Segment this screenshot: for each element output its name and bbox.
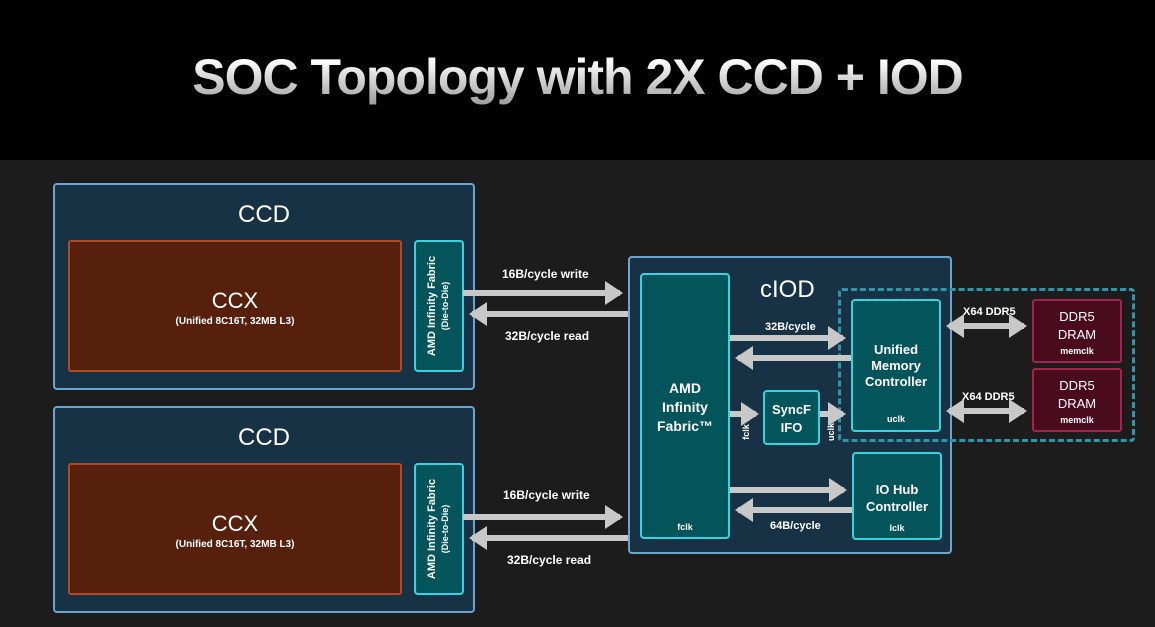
umc-clock: uclk (886, 414, 905, 424)
ccx-subtitle: (Unified 8C16T, 32MB L3) (175, 316, 295, 327)
umc-label-2: Memory (871, 358, 921, 373)
page-title: SOC Topology with 2X CCD + IOD (0, 48, 1155, 106)
umc-label-1: Unified (873, 342, 919, 357)
iohub-label-1: IO Hub (875, 482, 919, 497)
ccx-label: CCX (211, 288, 259, 313)
d2d-fabric-2: AMD Infinity Fabric (Die-to-Die) (414, 463, 464, 595)
infinity-fabric-label-1: AMD (669, 380, 701, 396)
dram-clock: memclk (1060, 346, 1094, 356)
ccd-label: CCD (238, 424, 290, 451)
ccd1-write-label: 16B/cycle write (502, 267, 589, 281)
ccd2-read-label: 32B/cycle read (507, 553, 592, 567)
dram-label-2: DRAM (1057, 327, 1097, 342)
d2d-fabric-1: AMD Infinity Fabric (Die-to-Die) (414, 240, 464, 372)
infinity-fabric-label-3: Fabric™ (656, 418, 713, 434)
infinity-fabric-label-2: Infinity (662, 399, 708, 415)
syncfifo-label-1: SyncF (771, 402, 811, 417)
ccx-label: CCX (211, 511, 259, 536)
infinity-fabric-clock: fclk (677, 522, 693, 532)
dram1-link-label: X64 DDR5 (963, 306, 1016, 318)
title-bar: SOC Topology with 2X CCD + IOD (0, 0, 1155, 160)
dram-label-1: DDR5 (1059, 378, 1095, 393)
iohub-link-label: 64B/cycle (770, 520, 821, 532)
unified-memory-controller: Unified Memory Controller uclk (851, 299, 941, 432)
ccx-subtitle: (Unified 8C16T, 32MB L3) (175, 539, 295, 550)
io-hub-controller: IO Hub Controller lclk (852, 452, 942, 540)
dram-1: DDR5 DRAM memclk (1032, 299, 1122, 363)
ccd-label: CCD (238, 201, 290, 228)
ccd-2: CCD CCX (Unified 8C16T, 32MB L3) AMD Inf… (53, 406, 475, 613)
memory-domain-boundary (838, 288, 1135, 442)
dram-clock: memclk (1060, 415, 1094, 425)
ccd-1: CCD CCX (Unified 8C16T, 32MB L3) AMD Inf… (53, 183, 475, 390)
dram-label-1: DDR5 (1059, 309, 1095, 324)
syncfifo-label-2: IFO (780, 420, 803, 435)
iohub-clock: lclk (889, 523, 905, 533)
ciod-label: cIOD (760, 276, 815, 303)
ccd1-read-label: 32B/cycle read (505, 329, 590, 343)
syncfifo: SyncF IFO (763, 390, 820, 445)
ccd2-write-label: 16B/cycle write (503, 488, 590, 502)
dram-2: DDR5 DRAM memclk (1032, 368, 1122, 432)
iohub-label-2: Controller (865, 499, 929, 514)
ccx-2: CCX (Unified 8C16T, 32MB L3) (68, 463, 402, 595)
infinity-fabric: AMD Infinity Fabric™ fclk (640, 273, 730, 539)
ccx-1: CCX (Unified 8C16T, 32MB L3) (68, 240, 402, 372)
dram2-link-label: X64 DDR5 (962, 391, 1015, 403)
dram-label-2: DRAM (1057, 396, 1097, 411)
umc-label-3: Controller (864, 374, 928, 389)
umc-link-label: 32B/cycle (765, 321, 816, 333)
